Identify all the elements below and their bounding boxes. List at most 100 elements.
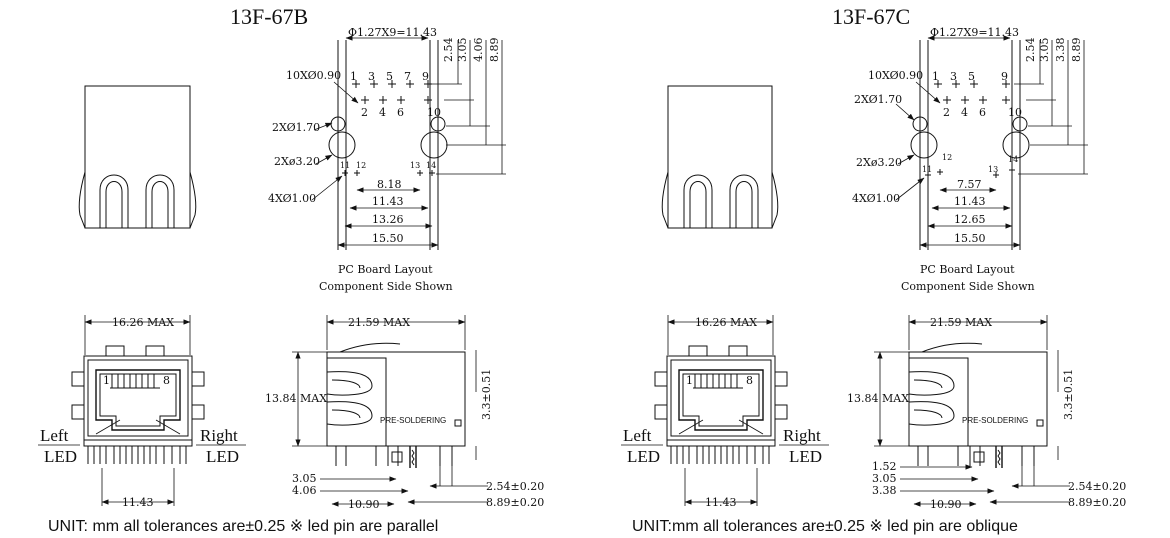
pitch-dimension: Φ1.27X9=11.43 <box>930 26 1019 39</box>
pin-label-2: 2 <box>361 106 368 119</box>
left-led-sub: LED <box>627 447 660 466</box>
pin-label-5: 5 <box>968 70 975 83</box>
pin-label-11: 11 <box>340 161 350 170</box>
left-led-label: Left <box>623 426 652 445</box>
side-bottom-mid-dim: 10.90 <box>348 498 380 511</box>
pcb-caption-line1: PC Board Layout <box>920 263 1015 276</box>
front-width-label: 16.26 MAX <box>695 316 757 329</box>
hole-label-3-20: 2Xø3.20 <box>274 155 320 168</box>
side-height-label: 13.84 MAX <box>847 392 909 405</box>
hole-label-0-90: 10XØ0.90 <box>868 69 923 82</box>
pin-label-14: 14 <box>1008 155 1018 164</box>
pin-label-7: 7 <box>404 70 411 83</box>
pin-label-1: 1 <box>932 70 939 83</box>
footer-note-right: UNIT:mm all tolerances are±0.25 ※ led pi… <box>632 518 1018 535</box>
pin-label-12: 12 <box>356 161 366 170</box>
hdim-11-43: 11.43 <box>372 195 404 208</box>
side-left-dim-0: 1.52 <box>872 460 897 473</box>
vdim-3-05: 3.05 <box>1038 38 1051 63</box>
side-left-dim-1: 4.06 <box>292 484 317 497</box>
pitch-dimension: Φ1.27X9=11.43 <box>348 26 437 39</box>
pin-label-9: 9 <box>1001 70 1008 83</box>
pcb-layout: Φ1.27X9=11.43 1 3 5 9 2 4 6 10 10XØ0.90 <box>852 26 1088 293</box>
vdim-2-54: 2.54 <box>442 38 455 63</box>
hdim-15-50: 15.50 <box>372 232 404 245</box>
pcb-layout: Φ1.27X9=11.43 1 3 5 7 9 2 4 6 10 10X <box>268 26 506 293</box>
side-left-dim-2: 3.38 <box>872 484 897 497</box>
signal-pin-holes <box>352 80 432 104</box>
front-pin-1-label: 1 <box>686 374 693 387</box>
pin-label-6: 6 <box>979 106 986 119</box>
pin-label-14: 14 <box>426 161 436 170</box>
signal-pin-holes <box>934 80 1010 104</box>
panel-title: 13F-67C <box>832 4 910 29</box>
hole-label-1-00: 4XØ1.00 <box>268 192 316 205</box>
hole-label-1-70: 2XØ1.70 <box>272 121 320 134</box>
pin-label-12: 12 <box>942 153 952 162</box>
side-right-dim-0: 2.54±0.20 <box>1068 480 1126 493</box>
vdim-8-89: 8.89 <box>488 38 501 63</box>
pcb-caption-line1: PC Board Layout <box>338 263 433 276</box>
front-pin-8-label: 8 <box>746 374 753 387</box>
footer-note-left: UNIT: mm all tolerances are±0.25 ※ led p… <box>48 518 439 535</box>
pin-label-4: 4 <box>379 106 386 119</box>
side-left-dim-0: 3.05 <box>292 472 317 485</box>
side-right-dim-0: 2.54±0.20 <box>486 480 544 493</box>
right-led-label: Right <box>200 426 238 445</box>
housing-perspective-view <box>661 85 779 229</box>
vdim-8-89: 8.89 <box>1070 38 1083 63</box>
hdim-7-57: 7.57 <box>957 178 982 191</box>
vdim-3-05: 3.05 <box>456 38 469 63</box>
side-right-dim-1: 8.89±0.20 <box>486 496 544 509</box>
pin-label-6: 6 <box>397 106 404 119</box>
right-led-label: Right <box>783 426 821 445</box>
pin-label-10: 10 <box>427 106 441 119</box>
hole-label-3-20: 2Xø3.20 <box>856 156 902 169</box>
vdim-3-38: 3.38 <box>1054 38 1067 63</box>
front-pin-8-label: 8 <box>163 374 170 387</box>
hdim-15-50: 15.50 <box>954 232 986 245</box>
hdim-13-26: 13.26 <box>372 213 404 226</box>
side-width-label: 21.59 MAX <box>348 316 410 329</box>
side-right-dim-1: 8.89±0.20 <box>1068 496 1126 509</box>
pin-label-3: 3 <box>950 70 957 83</box>
pin-label-1: 1 <box>350 70 357 83</box>
hole-label-1-70: 2XØ1.70 <box>854 93 902 106</box>
pin-label-3: 3 <box>368 70 375 83</box>
panel-title: 13F-67B <box>230 4 308 29</box>
pin-label-2: 2 <box>943 106 950 119</box>
pin-label-4: 4 <box>961 106 968 119</box>
panel-13f-67c: 13F-67C Φ1.27X9=11.43 <box>621 4 1126 511</box>
pin-label-11: 11 <box>922 165 932 174</box>
presoldering-label: PRE-SOLDERING <box>962 416 1028 425</box>
presoldering-label: PRE-SOLDERING <box>380 416 446 425</box>
housing-perspective-view <box>78 85 197 229</box>
side-height-label: 13.84 MAX <box>265 392 327 405</box>
right-led-sub: LED <box>789 447 822 466</box>
hole-label-1-00: 4XØ1.00 <box>852 192 900 205</box>
vdim-2-54: 2.54 <box>1024 38 1037 63</box>
front-view: 16.26 MAX 1 8 Left LED Right LE <box>621 315 829 509</box>
side-bottom-mid-dim: 10.90 <box>930 498 962 511</box>
front-bottom-dim: 11.43 <box>705 496 737 509</box>
pin-label-10: 10 <box>1008 106 1022 119</box>
hdim-8-18: 8.18 <box>377 178 402 191</box>
hdim-12-65: 12.65 <box>954 213 986 226</box>
right-led-sub: LED <box>206 447 239 466</box>
side-view: 21.59 MAX PRE-SOLDERING 13.84 MAX 3.3±0.… <box>847 315 1126 511</box>
side-left-dim-1: 3.05 <box>872 472 897 485</box>
pin-label-5: 5 <box>386 70 393 83</box>
front-bottom-dim: 11.43 <box>122 496 154 509</box>
pin-label-13: 13 <box>988 165 998 174</box>
hdim-11-43: 11.43 <box>954 195 986 208</box>
front-view: 16.26 MAX 1 8 Left LED Right LE <box>38 315 246 509</box>
vdim-4-06: 4.06 <box>472 38 485 63</box>
front-width-label: 16.26 MAX <box>112 316 174 329</box>
pin-label-9: 9 <box>422 70 429 83</box>
panel-13f-67b: 13F-67B Φ1.27X9=11.43 <box>38 4 544 511</box>
side-pin-length-label: 3.3±0.51 <box>1062 369 1075 420</box>
front-pin-1-label: 1 <box>103 374 110 387</box>
side-view: 21.59 MAX PRE-SOLDERING 13.84 MAX 3.3±0.… <box>265 315 544 511</box>
side-pin-length-label: 3.3±0.51 <box>480 369 493 420</box>
